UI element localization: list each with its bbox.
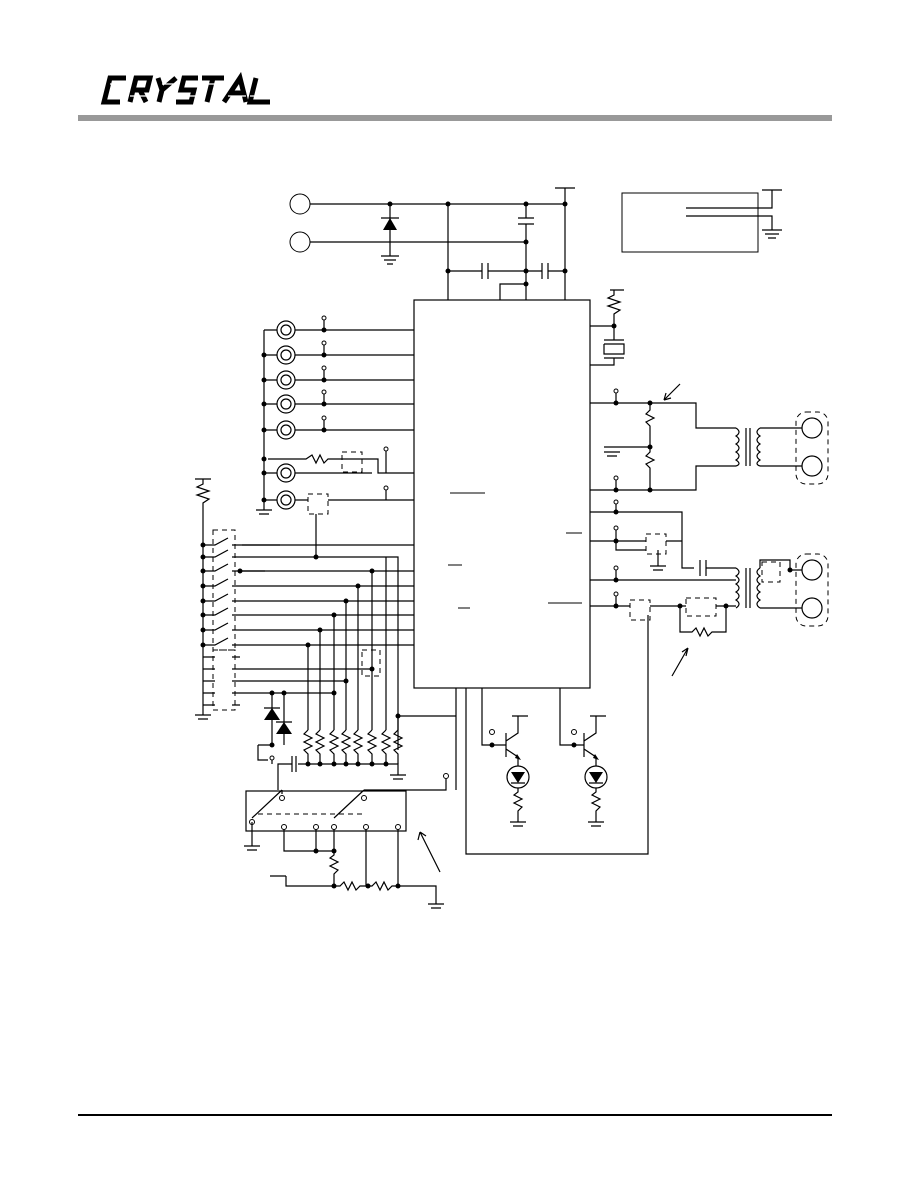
- resistor-network: [277, 729, 406, 790]
- diodes-pair: [257, 690, 292, 764]
- dip-switch-block: [195, 478, 414, 750]
- crystal-oscillator: [590, 289, 625, 366]
- led-driver-1: [481, 688, 530, 827]
- crystal-logo-icon: [100, 72, 270, 105]
- input-transformer: [590, 383, 829, 493]
- bnc-connectors: [256, 315, 414, 515]
- supply-rail: [387, 187, 575, 300]
- footer-rule: [78, 1114, 832, 1116]
- zener-diode: [381, 204, 399, 265]
- regulator-box: [621, 189, 782, 253]
- pullup-bus: [237, 557, 387, 730]
- ic-pin-overbars: [448, 492, 582, 609]
- feedback-lines: [395, 615, 649, 855]
- led-driver-2: [559, 688, 608, 827]
- header-rule: [78, 115, 832, 121]
- main-ic: [413, 299, 591, 689]
- output-transformer: [590, 499, 829, 677]
- rotary-switch-box: [244, 773, 449, 909]
- power-input-jacks: [289, 193, 565, 253]
